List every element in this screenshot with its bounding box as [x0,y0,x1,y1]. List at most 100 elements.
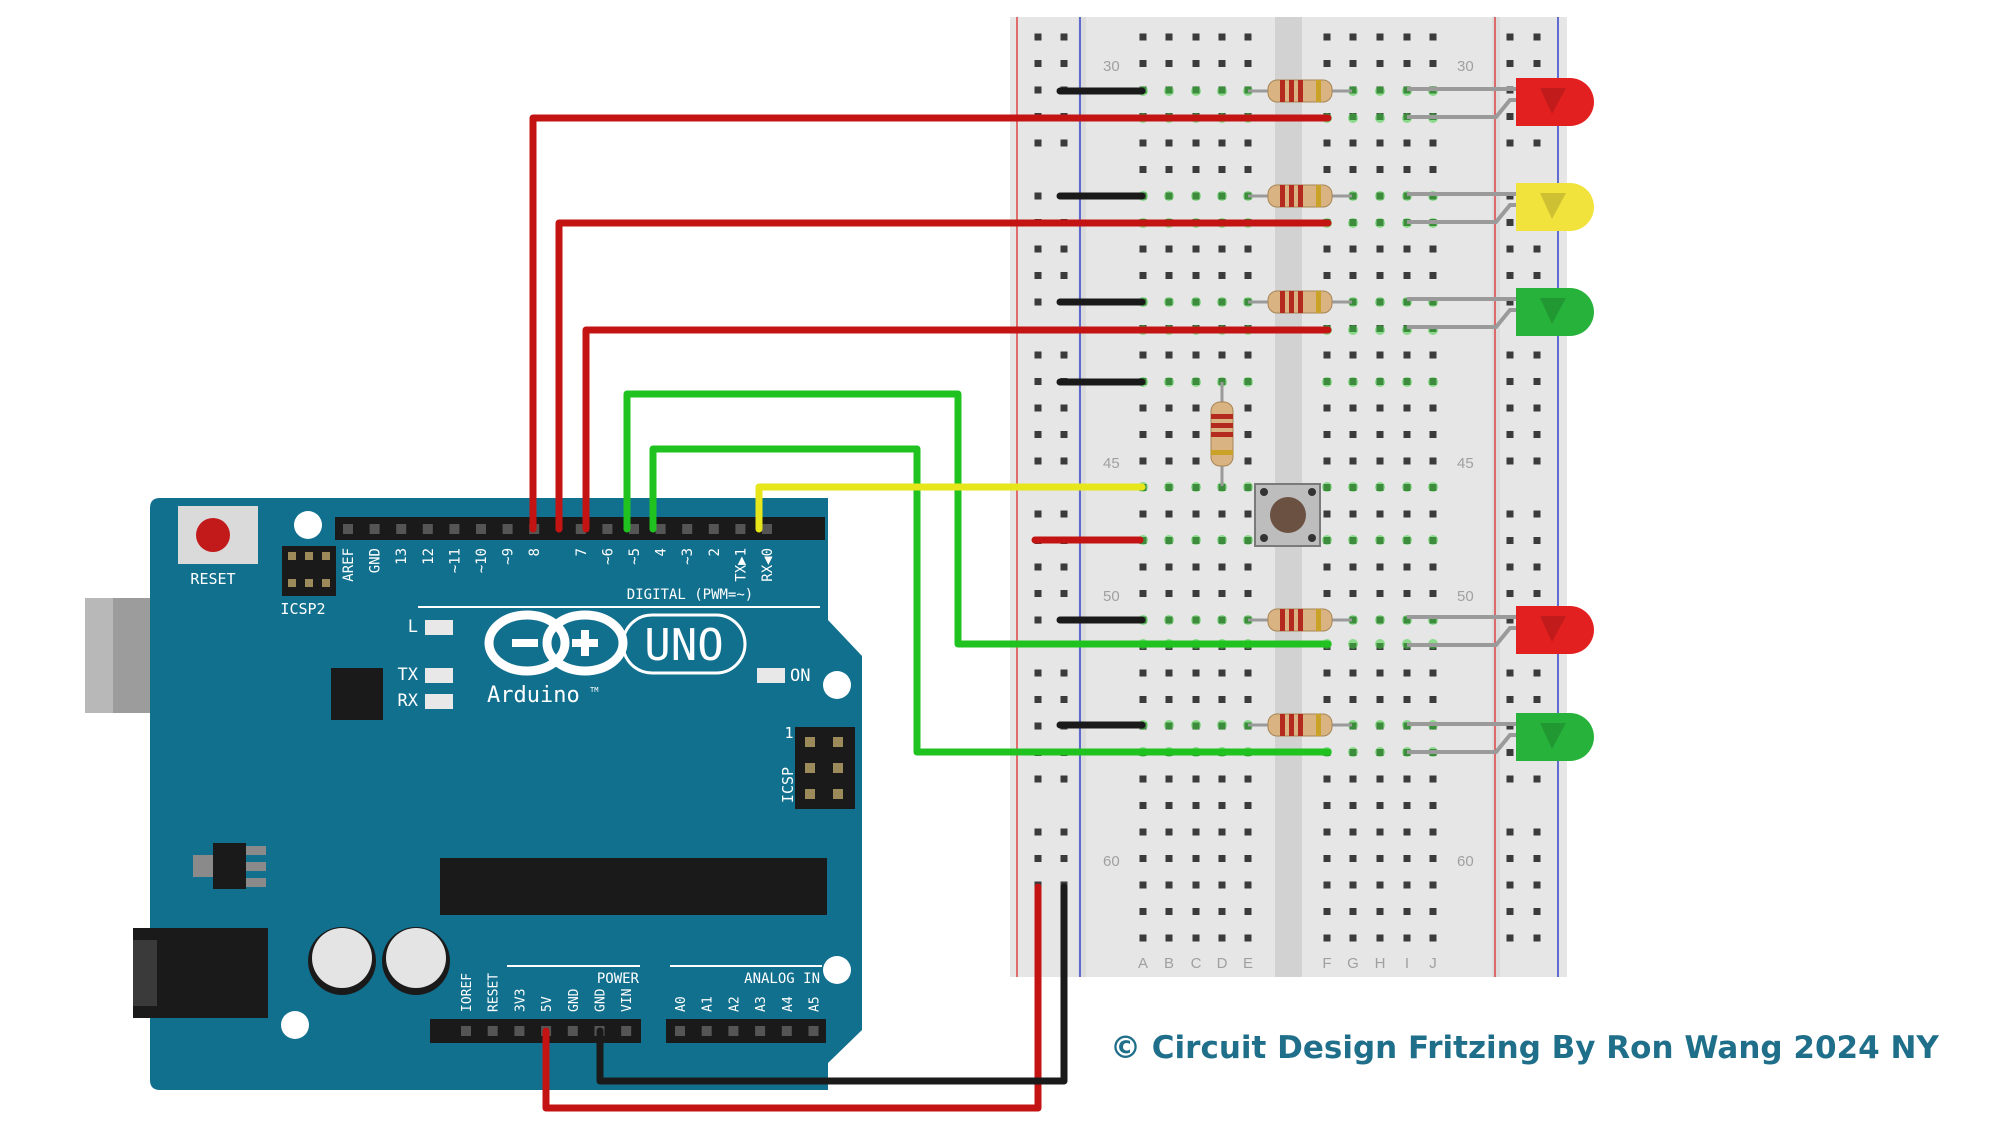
breadboard-hole [1165,802,1173,809]
rail-hole [1506,378,1514,385]
breadboard-hole [1139,669,1147,677]
breadboard-hole [1349,881,1357,889]
breadboard-hole [1244,669,1252,677]
analog-pin-label: A5 [808,996,823,1012]
led-die [1540,616,1566,642]
active-hole-marker [1191,720,1201,730]
breadboard-hole [1323,510,1331,518]
arduino-brand-label: Arduino [487,683,580,708]
breadboard-hole [1192,166,1200,173]
breadboard-hole [1139,855,1147,862]
breadboard-hole [1139,908,1147,915]
active-hole-marker [1375,191,1385,201]
breadboard-hole [1165,855,1173,862]
active-hole-marker [1375,535,1385,545]
active-hole-marker [1428,482,1438,492]
breadboard-hole [1429,855,1437,862]
resistor-band [1289,185,1294,207]
breadboard-hole [1165,166,1173,173]
rail-hole [1034,510,1042,518]
resistor-band [1289,609,1294,631]
breadboard-hole [1139,404,1147,412]
breadboard-hole [1218,139,1226,147]
active-hole-marker [1243,535,1253,545]
breadboard-hole [1139,828,1147,836]
mount-hole-bottom-left [281,1011,309,1039]
active-hole-marker [1428,535,1438,545]
digital-pin-label: 13 [394,548,410,565]
digital-pin-hole [762,524,772,534]
resistor-band [1289,291,1294,313]
rail-hole [1533,272,1541,279]
breadboard-hole [1192,696,1200,703]
active-hole-marker [1217,482,1227,492]
digital-pin-label: 8 [527,548,543,556]
resistor [1248,184,1352,208]
rail-hole [1060,828,1068,836]
regulator-pin-2 [246,862,266,871]
digital-pin-label: ~10 [474,548,490,573]
breadboard-hole [1429,245,1437,253]
breadboard-hole [1165,245,1173,253]
breadboard-hole [1323,802,1331,809]
breadboard-hole [1349,510,1357,518]
resistor [1248,713,1352,737]
breadboard-hole [1349,139,1357,147]
reset-button-cap[interactable] [196,518,230,552]
breadboard-hole [1349,245,1357,253]
breadboard-hole [1244,855,1252,862]
breadboard-hole [1165,139,1173,147]
breadboard-hole [1139,245,1147,253]
resistor-band [1316,80,1321,102]
icsp2-pin [322,552,330,560]
icsp2-pin [305,579,313,587]
rail-hole [1034,855,1042,862]
breadboard-hole [1429,563,1437,571]
breadboard-hole [1429,351,1437,359]
breadboard-hole [1244,696,1252,703]
breadboard-hole [1244,590,1252,597]
breadboard-hole [1244,934,1252,942]
breadboard-hole [1139,457,1147,465]
rail-hole [1533,855,1541,862]
uno-label: UNO [644,620,723,671]
breadboard-hole [1323,775,1331,783]
breadboard-hole [1429,590,1437,597]
rail-hole [1533,908,1541,915]
atmega16u2-chip [331,668,383,720]
active-hole-marker [1348,615,1358,625]
active-hole-marker [1375,482,1385,492]
credit-text: © Circuit Design Fritzing By Ron Wang 20… [1110,1030,1939,1066]
analog-pin-hole [781,1026,792,1036]
breadboard-hole [1349,431,1357,438]
rail-hole [1060,351,1068,359]
pushbutton-cap[interactable] [1270,497,1306,533]
breadboard-hole [1244,33,1252,41]
resistor-band [1211,450,1233,455]
breadboard-hole [1192,775,1200,783]
resistor [1210,382,1234,486]
breadboard-hole [1139,934,1147,942]
power-pin-label: IOREF [460,973,475,1012]
rail-hole [1034,86,1042,94]
rail-hole [1506,219,1514,226]
row-number-60-left: 60 [1103,853,1120,870]
rail-hole [1533,881,1541,889]
breadboard-hole [1218,908,1226,915]
row-number-45-left: 45 [1103,455,1120,472]
breadboard-hole [1218,590,1226,597]
breadboard-hole [1376,802,1384,809]
pushbutton[interactable] [1254,483,1321,547]
breadboard-hole [1323,351,1331,359]
active-hole-marker [1217,297,1227,307]
resistor-band [1289,80,1294,102]
rail-hole [1533,457,1541,465]
logo-plus-icon-vertical [581,630,589,656]
digital-pin-hole [602,524,613,534]
active-hole-marker [1164,297,1174,307]
wire-pin7-to-red-led [623,390,1332,648]
pushbutton-pin-2 [1308,488,1316,496]
